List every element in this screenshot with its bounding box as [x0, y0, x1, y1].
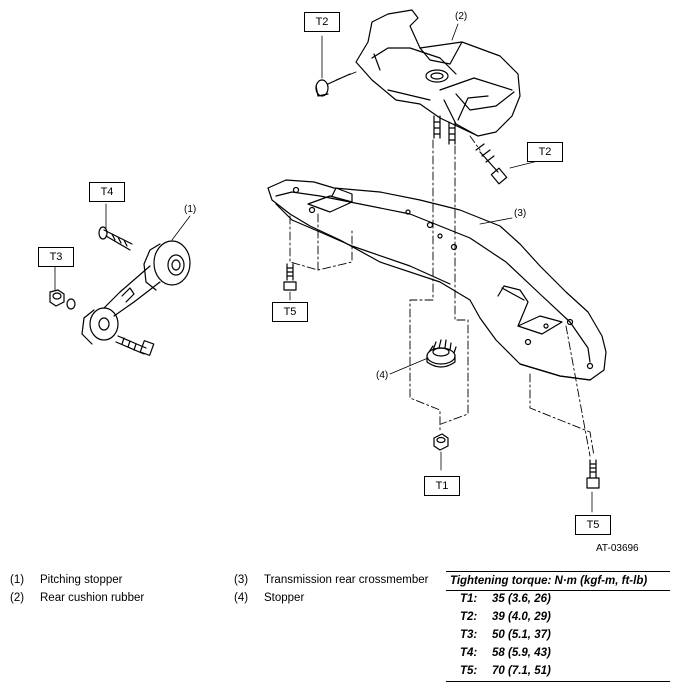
torque-label: T1:	[460, 593, 478, 605]
legend-item: (1) Pitching stopper	[10, 574, 122, 586]
torque-value: 39 (4.0, 29)	[492, 611, 551, 623]
torque-tag-t2-right: T2	[527, 142, 563, 162]
crossmember-drawing	[267, 179, 607, 381]
figure-id: AT-03696	[596, 543, 639, 554]
diagram-drawing	[49, 9, 607, 513]
torque-tag-t2-top: T2	[304, 12, 340, 32]
alignment-lines	[289, 71, 595, 457]
torque-row: T4: 58 (5.9, 43)	[446, 645, 670, 663]
torque-table: Tightening torque: N·m (kgf-m, ft-lb) T1…	[446, 571, 670, 682]
torque-label: T3:	[460, 629, 478, 641]
legend-label: Transmission rear crossmember	[264, 574, 429, 586]
callout-crossmember: (3)	[514, 208, 527, 219]
stopper-drawing	[426, 339, 457, 368]
torque-value: 70 (7.1, 51)	[492, 665, 551, 677]
legend-number: (2)	[10, 592, 25, 604]
torque-label: T4:	[460, 647, 478, 659]
legend-label: Pitching stopper	[40, 574, 123, 586]
bolt-drawings	[49, 73, 600, 489]
torque-row: T3: 50 (5.1, 37)	[446, 627, 670, 645]
torque-tag-t3: T3	[38, 247, 74, 267]
torque-tag-t4: T4	[89, 182, 125, 202]
torque-row: T1: 35 (3.6, 26)	[446, 591, 670, 609]
torque-row: T2: 39 (4.0, 29)	[446, 609, 670, 627]
callout-rear-cushion-rubber: (2)	[455, 11, 468, 22]
exploded-diagram: T2 T2 T4 T3 T5 T1 T5 (1) (2) (3) (4) AT-…	[38, 9, 639, 554]
rear-cushion-rubber-drawing	[355, 9, 521, 145]
torque-tag-t5-right: T5	[575, 515, 611, 535]
callout-stopper: (4)	[376, 370, 389, 381]
legend-label: Stopper	[264, 592, 305, 604]
torque-tag-t1: T1	[424, 476, 460, 496]
legend-number: (1)	[10, 574, 25, 586]
torque-value: 35 (3.6, 26)	[492, 593, 551, 605]
pitching-stopper-drawing	[81, 240, 191, 345]
torque-tag-t5-left: T5	[272, 302, 308, 322]
torque-row: T5: 70 (7.1, 51)	[446, 663, 670, 681]
legend-number: (4)	[234, 592, 249, 604]
torque-label: T5:	[460, 665, 478, 677]
leader-lines	[54, 23, 593, 513]
legend-number: (3)	[234, 574, 249, 586]
torque-value: 58 (5.9, 43)	[492, 647, 551, 659]
torque-value: 50 (5.1, 37)	[492, 629, 551, 641]
torque-label: T2:	[460, 611, 478, 623]
legend-item: (2) Rear cushion rubber	[10, 592, 144, 604]
legend-item: (4) Stopper	[234, 592, 304, 604]
torque-table-title: Tightening torque: N·m (kgf-m, ft-lb)	[446, 572, 670, 591]
callout-pitching-stopper: (1)	[184, 204, 197, 215]
legend-item: (3) Transmission rear crossmember	[234, 574, 428, 586]
legend-label: Rear cushion rubber	[40, 592, 145, 604]
